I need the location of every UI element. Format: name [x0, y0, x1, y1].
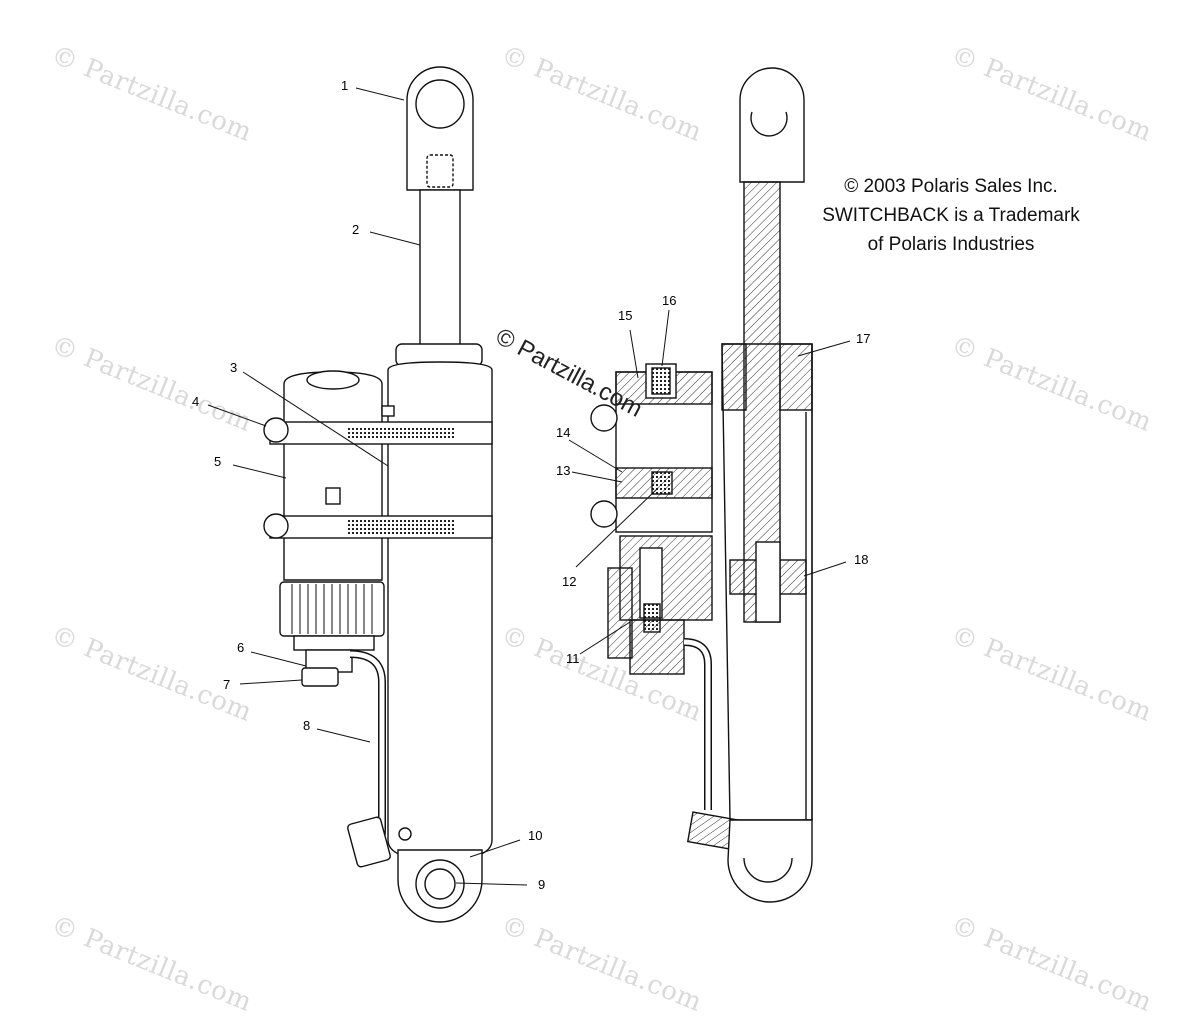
trademark-owner-line: of Polaris Industries [867, 234, 1035, 255]
clamp-screw [263, 417, 289, 443]
callout-16: 16 [662, 293, 676, 308]
cutaway-hose [683, 638, 712, 810]
left-shock-assembly [263, 66, 493, 923]
valve-block [619, 535, 713, 621]
leader-lines [207, 87, 851, 886]
callout-3: 3 [230, 360, 237, 375]
callout-6: 6 [237, 640, 244, 655]
callout-17: 17 [856, 331, 870, 346]
callout-4: 4 [192, 394, 199, 409]
top-eyelet-hole [415, 79, 465, 129]
top-seal [721, 343, 747, 411]
copyright-line: © 2003 Polaris Sales Inc. [844, 176, 1058, 197]
hex-nut [301, 667, 339, 687]
callout-13: 13 [556, 463, 570, 478]
callout-1: 1 [341, 78, 348, 93]
callout-15: 15 [618, 308, 632, 323]
parts-diagram: © Partzilla.com © Partzilla.com © Partzi… [47, 40, 1156, 1018]
callout-2: 2 [352, 222, 359, 237]
trademark-line: SWITCHBACK is a Trademark [822, 205, 1080, 226]
callout-18: 18 [854, 552, 868, 567]
cutaway-top-eyelet [739, 67, 805, 183]
callout-9: 9 [538, 877, 545, 892]
clamp-screw [263, 513, 289, 539]
callout-14: 14 [556, 425, 570, 440]
copyright-notice: © 2003 Polaris Sales Inc. SWITCHBACK is … [806, 172, 1096, 259]
shaft [419, 189, 461, 351]
right-shock-cutaway [590, 67, 813, 903]
callout-12: 12 [562, 574, 576, 589]
callout-5: 5 [214, 454, 221, 469]
callout-8: 8 [303, 718, 310, 733]
cutaway-bottom-eyelet [727, 819, 813, 903]
callout-10: 10 [528, 828, 542, 843]
callout-11: 11 [566, 651, 580, 666]
reservoir [283, 371, 383, 581]
shock-absorber-drawing: 1 2 3 4 5 6 7 8 9 10 11 12 13 14 15 16 1… [192, 66, 870, 923]
callout-7: 7 [223, 677, 230, 692]
